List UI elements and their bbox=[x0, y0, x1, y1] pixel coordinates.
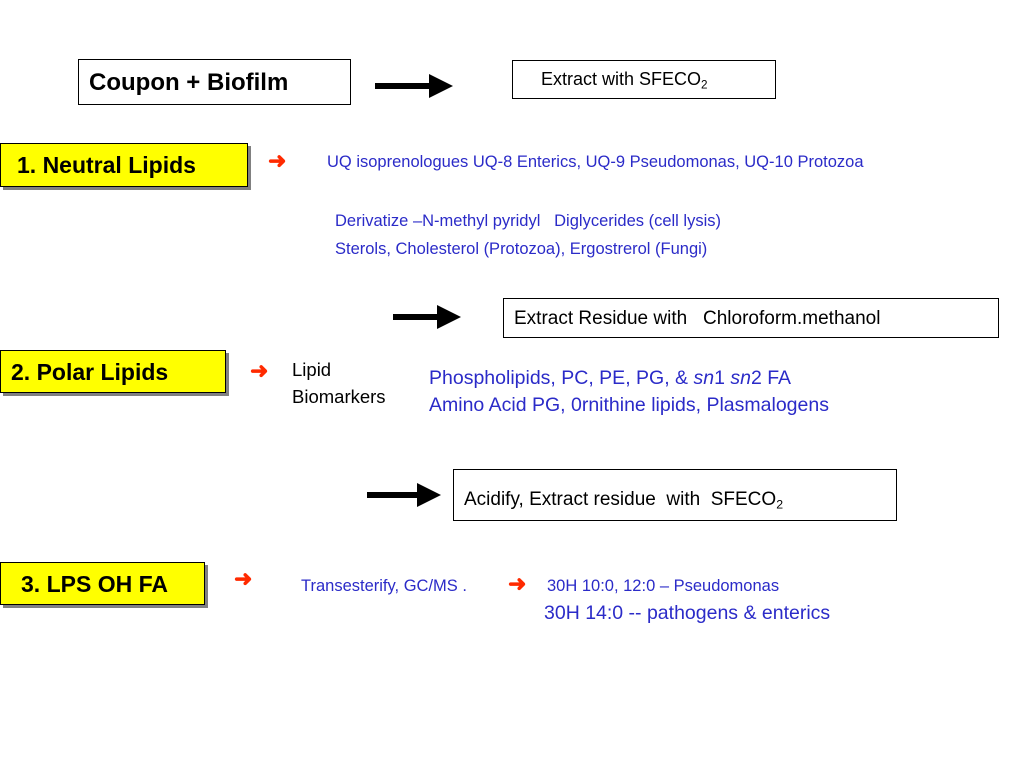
transesterify-text: Transesterify, GC/MS . bbox=[301, 577, 467, 595]
sfeco2-extract-text: Extract with SFECO2 bbox=[541, 69, 708, 92]
amino-acid-text: Amino Acid PG, 0rnithine lipids, Plasmal… bbox=[429, 394, 829, 416]
sterols-text: Sterols, Cholesterol (Protozoa), Ergostr… bbox=[335, 240, 708, 258]
sfeco2-extract-box: Extract with SFECO2 bbox=[512, 60, 776, 99]
neutral-lipids-label: 1. Neutral Lipids bbox=[0, 143, 248, 187]
derivatize-text: Derivatize –N-methyl pyridyl Diglyceride… bbox=[335, 212, 722, 230]
phospholipids-text: Phospholipids, PC, PE, PG, & sn1 sn2 FA bbox=[429, 367, 792, 389]
biomarkers-label: Biomarkers bbox=[292, 386, 386, 407]
pathogens-text: 30H 14:0 -- pathogens & enterics bbox=[544, 602, 831, 624]
start-box: Coupon + Biofilm bbox=[78, 59, 351, 105]
uq-isoprenologues-text: UQ isoprenologues UQ-8 Enterics, UQ-9 Ps… bbox=[327, 153, 864, 171]
right-arrow-icon bbox=[393, 305, 461, 329]
right-arrow-icon bbox=[375, 74, 453, 98]
polar-lipids-label: 2. Polar Lipids bbox=[0, 350, 226, 393]
acidify-extract-box: Acidify, Extract residue with SFECO2 bbox=[453, 469, 897, 521]
red-right-arrow-icon: ➜ bbox=[234, 566, 253, 591]
start-box-label: Coupon + Biofilm bbox=[89, 69, 289, 96]
pseudomonas-text: 30H 10:0, 12:0 – Pseudomonas bbox=[547, 577, 780, 595]
chloroform-extract-box: Extract Residue with Chloroform.methanol bbox=[503, 298, 999, 338]
lps-oh-fa-label: 3. LPS OH FA bbox=[0, 562, 205, 605]
right-arrow-icon bbox=[367, 483, 441, 507]
red-right-arrow-icon: ➜ bbox=[508, 571, 527, 596]
red-right-arrow-icon: ➜ bbox=[250, 358, 269, 383]
lipid-label: Lipid bbox=[292, 359, 332, 380]
red-right-arrow-icon: ➜ bbox=[268, 148, 287, 173]
